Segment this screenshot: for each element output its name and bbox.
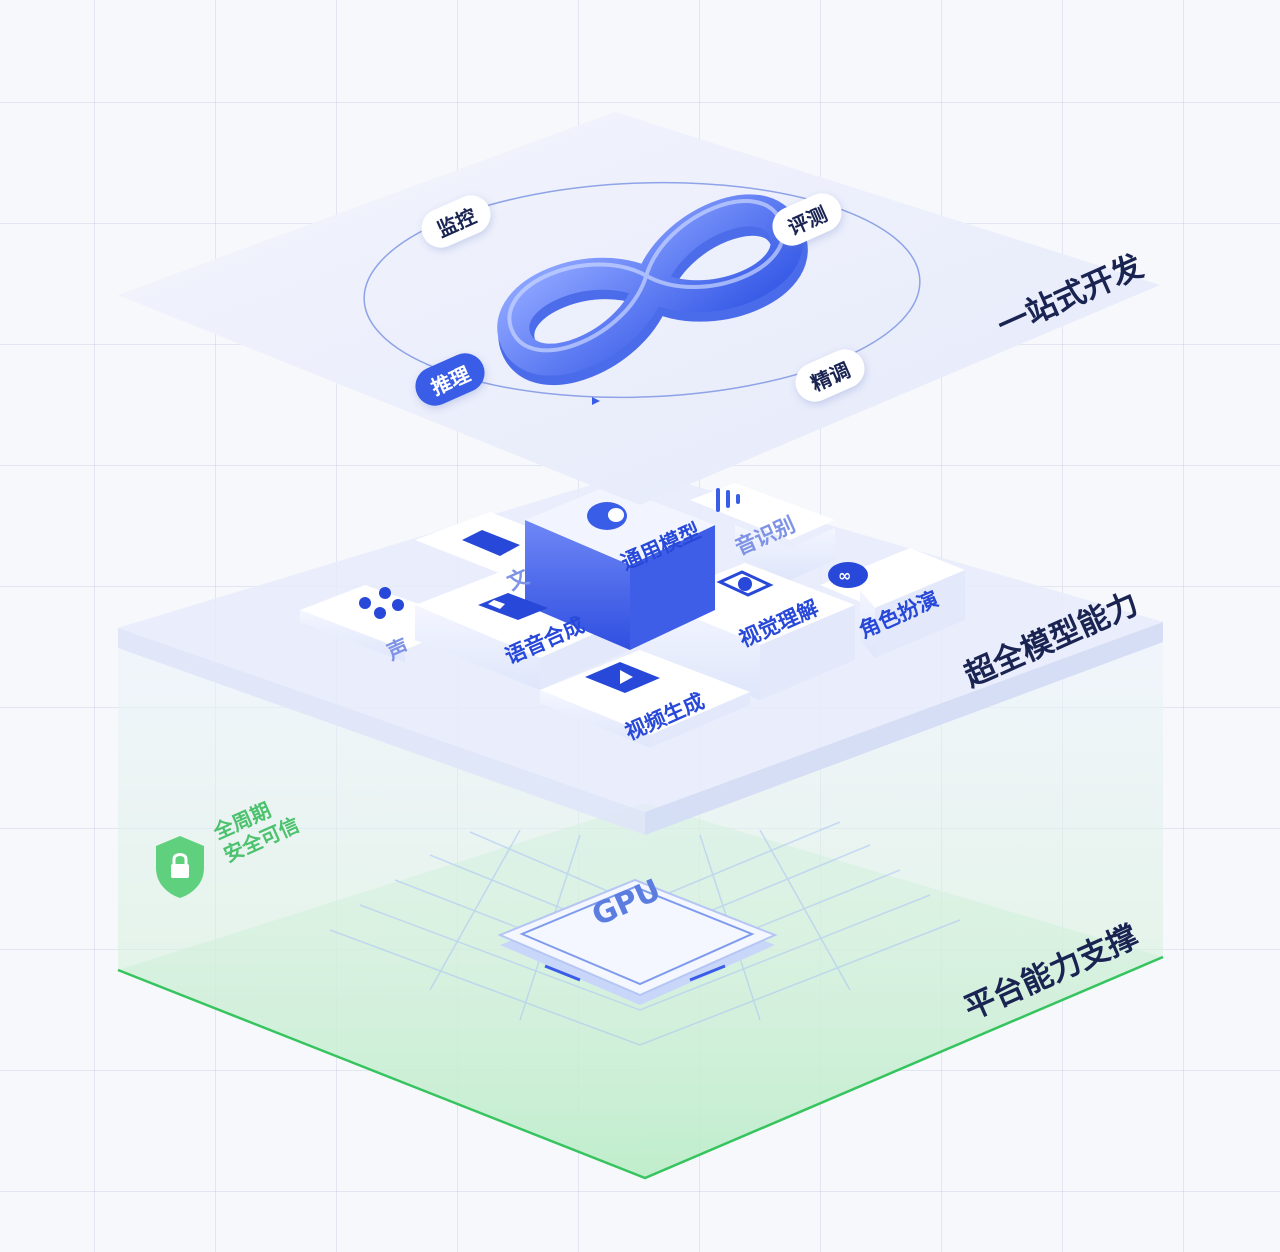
gpu-chip [497,878,778,1005]
security-badge: 全周期 安全可信 [150,798,320,932]
speech-recognition-icon [716,488,740,512]
shield-lock-icon [156,836,204,898]
general-model-icon [587,502,627,530]
share-network-icon [359,587,404,619]
model-icons: ∞ [359,488,868,693]
video-gen-icon [585,662,660,693]
roleplay-icon: ∞ [828,562,868,588]
tts-icon [478,593,548,620]
infinity-icon [497,194,808,385]
svg-text:∞: ∞ [838,566,851,585]
text-gen-icon [462,530,520,556]
vision-icon [716,570,774,597]
